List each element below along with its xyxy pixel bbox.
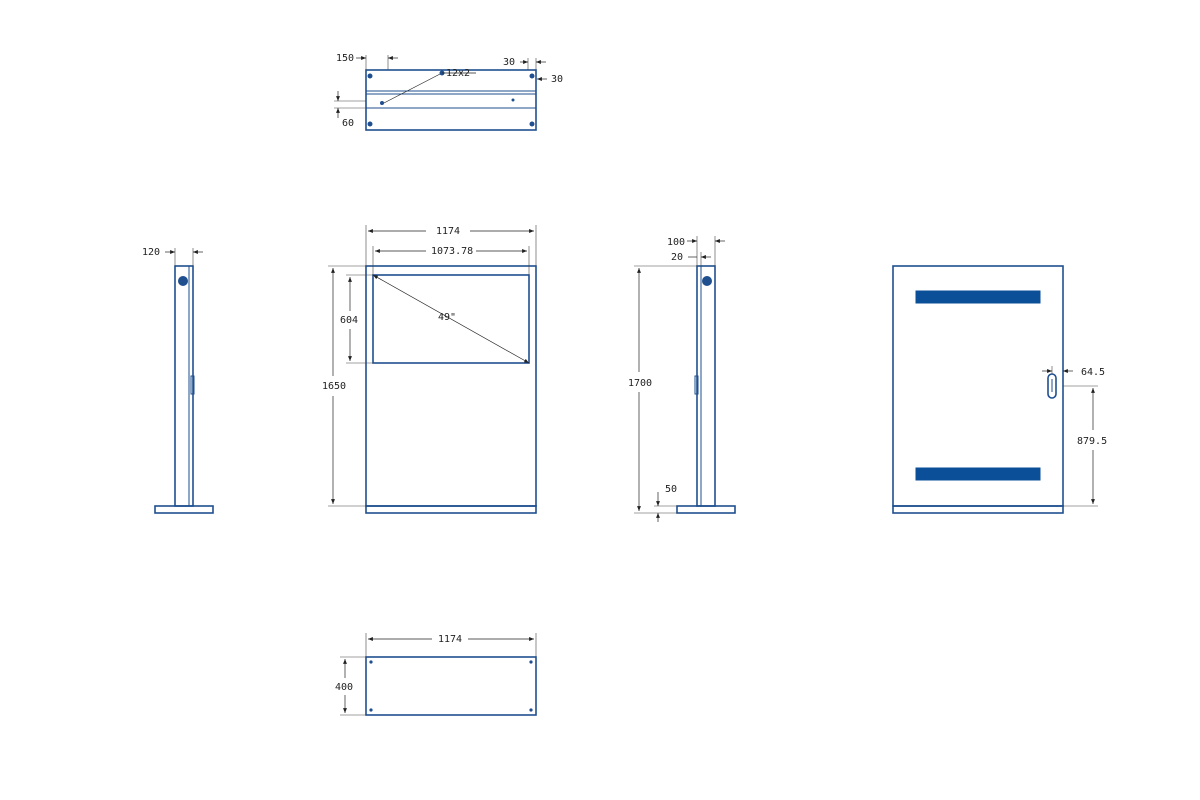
mount-hole bbox=[367, 121, 373, 127]
back-view: 64.5 879.5 bbox=[892, 265, 1107, 514]
dim-lock-offset: 64.5 bbox=[1081, 367, 1105, 378]
hole-callout: 12x2 bbox=[446, 68, 470, 79]
left-side-view: 120 bbox=[142, 247, 214, 514]
dim-lock-height: 879.5 bbox=[1077, 436, 1107, 447]
kiosk-body bbox=[365, 265, 537, 507]
dim-offset-edge: 30 bbox=[551, 74, 563, 85]
dim-overall-height: 1700 bbox=[628, 378, 652, 389]
dim-base-width: 1174 bbox=[438, 634, 462, 645]
dim-height: 1650 bbox=[322, 381, 346, 392]
dim-offset-left: 150 bbox=[336, 53, 354, 64]
dim-screen-height: 604 bbox=[340, 315, 358, 326]
bottom-view: 1174 400 bbox=[335, 633, 537, 716]
mount-hole bbox=[529, 73, 535, 79]
base-plate bbox=[365, 656, 537, 716]
top-view: 12x2 150 30 30 60 bbox=[334, 53, 563, 131]
dim-panel: 20 bbox=[671, 252, 683, 263]
dim-base-depth: 400 bbox=[335, 682, 353, 693]
front-view: 49" 1174 1073.78 1650 604 bbox=[322, 225, 537, 514]
screen-size-label: 49" bbox=[438, 312, 456, 323]
vent-slot bbox=[915, 467, 1041, 481]
dim-thickness: 120 bbox=[142, 247, 160, 258]
dim-screen-width: 1073.78 bbox=[431, 246, 473, 257]
dim-width: 1174 bbox=[436, 226, 460, 237]
dim-depth-edge: 60 bbox=[342, 118, 354, 129]
mount-hole bbox=[367, 73, 373, 79]
right-side-view: 100 20 1700 50 bbox=[628, 236, 736, 522]
dim-depth: 100 bbox=[667, 237, 685, 248]
mount-hole bbox=[529, 121, 535, 127]
dim-offset-right: 30 bbox=[503, 57, 515, 68]
vent-slot bbox=[915, 290, 1041, 304]
dim-base: 50 bbox=[665, 484, 677, 495]
